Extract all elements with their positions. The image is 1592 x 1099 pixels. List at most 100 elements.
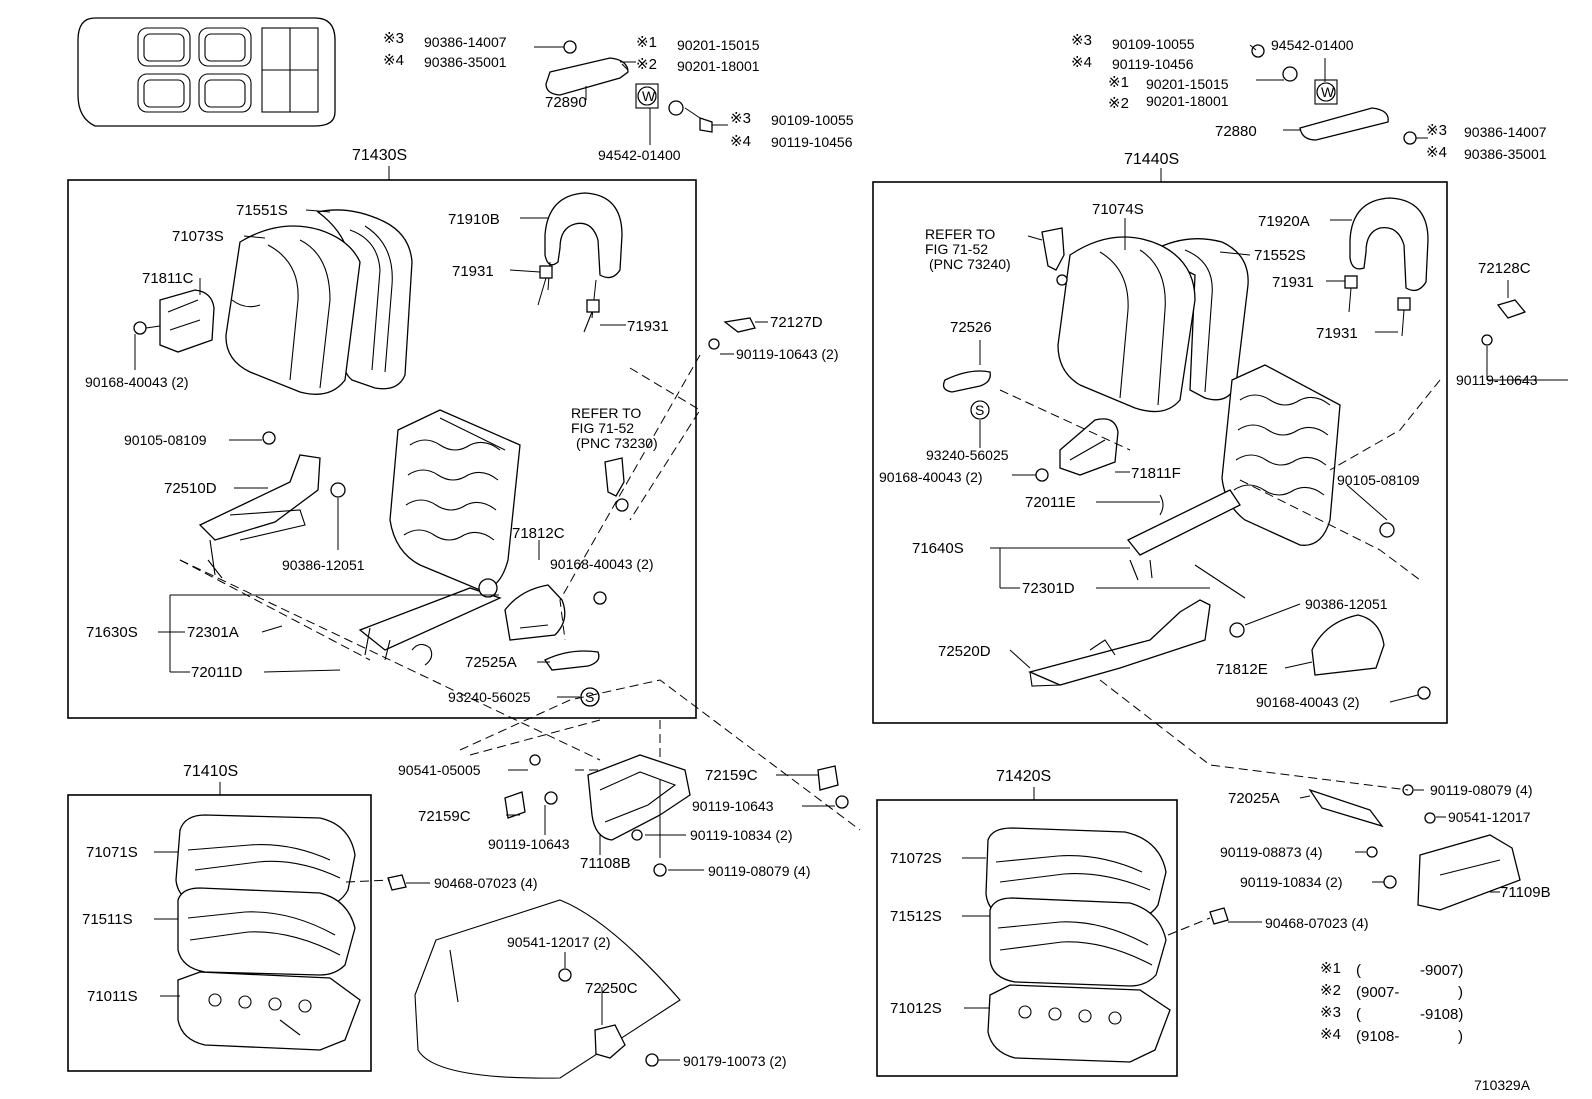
- part-label-90201-18001: 90201-18001: [677, 58, 760, 74]
- clip-90468-a: [387, 874, 407, 891]
- bracket-71811f: [1035, 418, 1119, 482]
- part-label-90168-40043: 90168-40043 (2): [85, 374, 189, 390]
- part-label-90119-10643: 90119-10643: [1456, 372, 1538, 388]
- part-label-90541-05005: 90541-05005: [398, 762, 481, 778]
- part-label-71108b: 71108B: [580, 855, 631, 872]
- part-label-71931: 71931: [452, 263, 494, 280]
- part-label-71071s: 71071S: [86, 844, 138, 861]
- bracket-71811c: [133, 289, 215, 370]
- bracket-71108b: [504, 754, 849, 877]
- part-label-72520d: 72520D: [938, 643, 991, 660]
- part-label-71920a: 71920A: [1258, 213, 1310, 230]
- adjuster-72510d: [198, 431, 346, 579]
- part-label-90386-35001: 90386-35001: [1464, 146, 1547, 162]
- part-label-72880: 72880: [1215, 123, 1257, 140]
- buckle-73230: [604, 457, 629, 512]
- rev-mark: ※3: [1071, 32, 1092, 49]
- box-71440s: [872, 181, 1448, 724]
- clip-72127d: [723, 317, 756, 333]
- rev-mark: ※4: [730, 133, 751, 150]
- part-label-72011d: 72011D: [191, 664, 243, 681]
- part-label-90109-10055: 90109-10055: [771, 112, 854, 128]
- part-label-90119-10456: 90119-10456: [1112, 56, 1194, 72]
- part-label-90168-40043: 90168-40043 (2): [1256, 694, 1360, 710]
- part-label-90386-14007: 90386-14007: [1464, 124, 1547, 140]
- part-label-90119-10643: 90119-10643: [692, 798, 774, 814]
- part-label-72526: 72526: [950, 319, 992, 336]
- part-label-71511s: 71511S: [82, 911, 133, 928]
- part-label-90105-08109: 90105-08109: [124, 432, 207, 448]
- seat-pad-71511s: [177, 887, 356, 976]
- s-marker: S: [975, 402, 984, 418]
- vehicle-layout-icon: [77, 17, 336, 127]
- part-label-90386-35001: 90386-35001: [424, 54, 507, 70]
- legend-mark: ※4: [1320, 1026, 1341, 1043]
- armrest-72890: [545, 40, 713, 133]
- part-label-90119-08873: 90119-08873 (4): [1220, 844, 1322, 860]
- seat-frame-71012s: [987, 984, 1171, 1063]
- rev-mark: ※2: [636, 56, 657, 73]
- part-label-90201-15015: 90201-15015: [1146, 76, 1229, 92]
- refer-note-line-1: REFER TO: [571, 405, 641, 421]
- rev-mark: ※2: [1108, 95, 1129, 112]
- part-label-90119-10643: 90119-10643: [488, 836, 570, 852]
- cover-71812e: [1311, 614, 1431, 700]
- part-label-72159c: 72159C: [705, 767, 758, 784]
- part-label-94542-01400: 94542-01400: [598, 147, 681, 163]
- part-label-71552s: 71552S: [1254, 247, 1306, 264]
- legend-range-end: ): [1458, 1028, 1463, 1045]
- part-label-90168-40043: 90168-40043 (2): [879, 469, 983, 485]
- rev-mark: ※3: [730, 110, 751, 127]
- part-label-71931: 71931: [1272, 274, 1314, 291]
- part-label-90541-12017: 90541-12017 (2): [507, 934, 611, 950]
- part-label-90119-10643: 90119-10643 (2): [736, 346, 838, 362]
- part-label-90201-18001: 90201-18001: [1146, 93, 1229, 109]
- clip-72128c: [1496, 299, 1527, 319]
- part-label-94542-01400: 94542-01400: [1271, 37, 1354, 53]
- part-label-71812e: 71812E: [1216, 661, 1268, 678]
- rev-mark: ※3: [1426, 122, 1447, 139]
- w-marker: W: [642, 88, 656, 104]
- part-label-71630s: 71630S: [86, 624, 138, 641]
- part-label-72159c: 72159C: [418, 808, 471, 825]
- legend-mark: ※2: [1320, 982, 1341, 999]
- rev-mark: ※4: [1071, 54, 1092, 71]
- part-label-71012s: 71012S: [890, 1000, 942, 1017]
- rev-mark: ※1: [1108, 74, 1129, 91]
- seatback-71073s: [225, 209, 413, 395]
- part-label-90386-12051: 90386-12051: [282, 557, 365, 573]
- armrest-72880: [1251, 44, 1417, 145]
- part-label-90468-07023: 90468-07023 (4): [1265, 915, 1369, 931]
- part-label-90119-10834: 90119-10834 (2): [1240, 874, 1342, 890]
- part-label-90109-10055: 90109-10055: [1112, 36, 1195, 52]
- part-label-90201-15015: 90201-15015: [677, 37, 760, 53]
- part-label-90119-10834: 90119-10834 (2): [690, 827, 792, 843]
- adjuster-72520d: [1028, 599, 1245, 687]
- part-label-71931: 71931: [627, 318, 669, 335]
- part-label-71011s: 71011S: [87, 988, 138, 1005]
- legend-range: (9007-: [1356, 984, 1399, 1001]
- legend-range: (: [1356, 962, 1361, 979]
- part-label-72890: 72890: [545, 94, 587, 111]
- rev-mark: ※3: [383, 30, 404, 47]
- seatback-frame-71640s: [1126, 364, 1341, 599]
- part-label-90119-10456: 90119-10456: [771, 134, 853, 150]
- figure-code: 710329A: [1474, 1077, 1531, 1093]
- clip-90468-b: [1209, 907, 1229, 925]
- legend-range: (9108-: [1356, 1028, 1399, 1045]
- cover-71812c: [504, 584, 566, 641]
- bracket-71109b: [1308, 784, 1521, 911]
- rev-mark: ※4: [1426, 144, 1447, 161]
- bracket-72250c: [558, 968, 659, 1067]
- s-marker: S: [585, 689, 594, 705]
- refer-note-line-3: (PNC 73240): [929, 256, 1011, 272]
- part-label-71812c: 71812C: [512, 525, 565, 542]
- floor-panel: [414, 899, 681, 1079]
- buckle-73240: [1041, 227, 1068, 286]
- part-label-90468-07023: 90468-07023 (4): [434, 875, 538, 891]
- part-label-72128c: 72128C: [1478, 260, 1531, 277]
- part-label-71072s: 71072S: [890, 850, 942, 867]
- lever-72525a: [544, 650, 600, 707]
- refer-note-line-3: (PNC 73230): [576, 435, 658, 451]
